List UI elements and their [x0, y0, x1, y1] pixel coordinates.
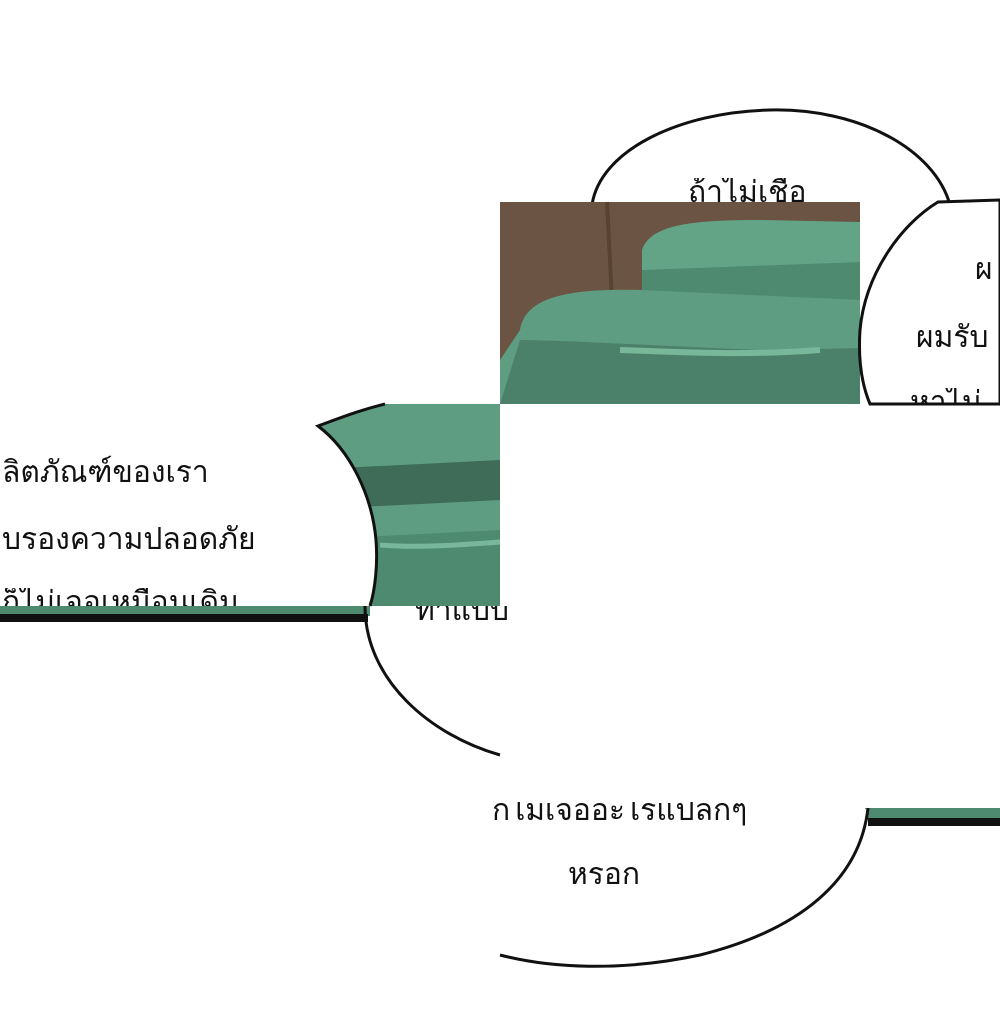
- bottom-line-2: หรอก: [568, 857, 641, 892]
- speech-bubble-top-right: [590, 108, 952, 206]
- speech-bubble-right: [858, 198, 1000, 406]
- left-line-2: บรองความปลอดภัย: [2, 522, 256, 557]
- center-line-1: ทำแบบ: [415, 593, 510, 628]
- speech-bubble-bottom: [499, 807, 870, 968]
- left-line-1: ลิตภัณฑ์ของเรา: [2, 455, 209, 490]
- tile-sofa-top: [500, 201, 860, 404]
- right-line-2: ผมรับ: [916, 320, 989, 355]
- tile-sofa-middle: [300, 402, 501, 607]
- right-line-1: ผ: [975, 252, 993, 287]
- bottom-line-1: ก็ไม่เจออะไรแปลกๆ: [492, 793, 748, 828]
- speech-bubble-center: [363, 605, 501, 757]
